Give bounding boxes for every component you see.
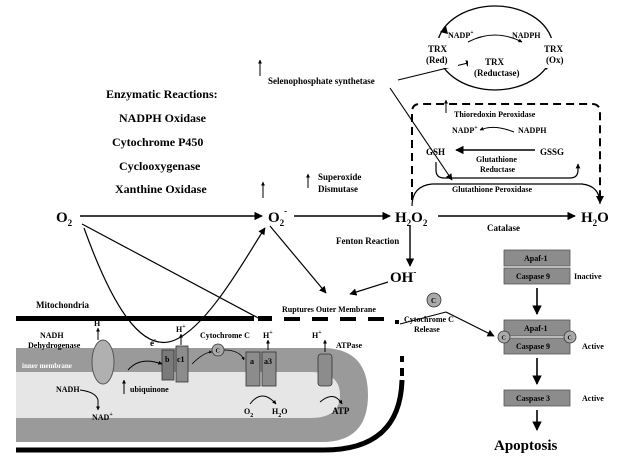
- inner-membrane-label: inner membrane: [22, 362, 72, 370]
- inactive-label: Inactive: [574, 272, 602, 281]
- enzyme-xanthine-oxidase: Xanthine Oxidase: [115, 182, 207, 196]
- svg-text:C: C: [431, 297, 436, 305]
- trx-reductase-label-2: (Reductase): [474, 68, 520, 78]
- nadh-dh-label-2: Dehydrogenase: [28, 341, 81, 350]
- mitochondria: Mitochondria inner membrane NADH Dehydro…: [16, 292, 495, 453]
- arrow-selenophosphate-to-gpx: [389, 87, 453, 181]
- complex-i-shape: [91, 339, 115, 385]
- complex-iv-o2: O2: [244, 407, 253, 419]
- mitochondria-label: Mitochondria: [36, 300, 89, 310]
- gssg-label: GSSG: [540, 147, 564, 157]
- complex-iii-proton: H+: [176, 324, 186, 334]
- glutathione-reductase-label-1: Glutathione: [476, 155, 517, 164]
- caspase9-inactive-box: [503, 267, 571, 285]
- apaf1-active-label: Apaf-1: [524, 324, 548, 333]
- arrow-electron-to-superoxide: [83, 227, 266, 343]
- outer-membrane-left: [16, 316, 254, 321]
- svg-text:C: C: [502, 336, 506, 342]
- cytc-release-label-1: Cytochrome C: [404, 315, 454, 324]
- caspase3-label: Caspase 3: [516, 394, 550, 403]
- enzymatic-reactions-list: Enzymatic Reactions: NADPH Oxidase Cytoc…: [106, 87, 218, 196]
- trx-red-label-1: TRX: [428, 44, 448, 54]
- main-species: O2 O2- H2O2 H2O OH-: [56, 206, 609, 286]
- svg-text:C: C: [216, 349, 220, 355]
- caspase3-active-label: Active: [582, 394, 604, 403]
- cytc-release-label-2: Release: [414, 325, 440, 334]
- atp-label: ATP: [332, 406, 350, 416]
- complex-a-label: a: [250, 357, 254, 366]
- cytochrome-c-label: Cytochrome C: [200, 331, 250, 340]
- line-o2-to-mito: [81, 223, 263, 321]
- water-label: H2O: [581, 210, 609, 228]
- trx-red-label-2: (Red): [426, 55, 448, 65]
- arrow-superoxide-to-membrane: [269, 225, 327, 294]
- trx-ox-label-2: (Ox): [546, 55, 564, 65]
- gsh-nadp-label: NADP+: [452, 125, 478, 135]
- oxygen-label: O2: [56, 210, 73, 228]
- catalase-label: Catalase: [487, 223, 520, 233]
- active-complex-label: Active: [582, 342, 604, 351]
- superoxide-label: O2-: [268, 206, 287, 228]
- release-line: [399, 311, 447, 325]
- released-cytochrome-c: [426, 292, 442, 308]
- thioredoxin-peroxidase-dashed-loop: [411, 103, 601, 200]
- main-arrows: [80, 173, 576, 343]
- nadh-label: NADH: [56, 385, 80, 394]
- gsh-nadph-label: NADPH: [518, 126, 547, 135]
- apaf1-inactive-box: [503, 249, 571, 267]
- fenton-label: Fenton Reaction: [336, 236, 399, 246]
- complex-iv-a3: [261, 351, 277, 387]
- apoptosis-cascade: Apaf-1 Caspase 9 Inactive Apaf-1 Caspase…: [494, 249, 604, 454]
- arrow-selenophosphate-to-trx: [397, 60, 473, 81]
- svg-text:C: C: [568, 336, 572, 342]
- reaction-labels: Superoxide Dismutase Fenton Reaction Cat…: [268, 76, 520, 334]
- hydrogen-peroxide-label: H2O2: [395, 210, 428, 228]
- trx-reductase-label-1: TRX: [485, 57, 505, 67]
- enzyme-cyclooxygenase: Cyclooxygenase: [119, 159, 201, 173]
- ubiquinone-label: ubiquinone: [130, 385, 169, 394]
- ruptures-membrane-label: Ruptures Outer Membrane: [282, 305, 376, 314]
- atpase-label: ATPase: [336, 341, 363, 350]
- glutathione-cycle: NADP+ NADPH GSH GSSG Glutathione Reducta…: [411, 125, 601, 207]
- enzymatic-reactions-title: Enzymatic Reactions:: [106, 87, 218, 101]
- complex-iii-c1: [175, 345, 189, 383]
- glutathione-reductase-label-2: Reductase: [480, 165, 516, 174]
- complex-b-label: b: [165, 355, 170, 364]
- nadh-dh-label-1: NADH: [40, 331, 64, 340]
- trx-nadp-label: NADP+: [448, 30, 474, 40]
- complex-i-proton: H+: [94, 318, 104, 328]
- thioredoxin-cycle: NADP+ NADPH TRX (Red) TRX (Reductase) TR…: [416, 5, 574, 91]
- complex-c1-label: c1: [177, 355, 185, 364]
- apaf1-inactive-label: Apaf-1: [524, 254, 548, 263]
- enzyme-nadph-oxidase: NADPH Oxidase: [119, 111, 207, 125]
- complex-iv-h2o: H2O: [272, 407, 287, 419]
- enzyme-cytochrome-p450: Cytochrome P450: [112, 135, 203, 149]
- sod-label-1: Superoxide: [318, 172, 361, 182]
- complex-iv-a: [245, 351, 261, 387]
- apaf1-active-box: [503, 319, 571, 337]
- complex-a3-label: a3: [264, 357, 272, 366]
- trx-ox-label-1: TRX: [544, 44, 564, 54]
- nad-label: NAD+: [92, 412, 113, 422]
- complex-iii-b: [161, 349, 175, 381]
- gsh-label: GSH: [426, 147, 445, 157]
- caspase9-inactive-label: Caspase 9: [516, 272, 550, 281]
- caspase9-active-box: [503, 337, 571, 355]
- sod-label-2: Dismutase: [318, 184, 358, 194]
- complex-iv-proton: H+: [263, 330, 273, 340]
- arrow-cytc-to-apoptosome: [445, 311, 495, 337]
- selenophosphate-label: Selenophosphate synthetase: [268, 76, 375, 86]
- trx-nadph-label: NADPH: [512, 31, 541, 40]
- caspase3-box: [503, 389, 571, 407]
- electron-label: e-: [150, 337, 156, 348]
- atp-synthase-shape: [317, 353, 333, 387]
- caspase9-active-label: Caspase 9: [516, 342, 550, 351]
- glutathione-peroxidase-label: Glutathione Peroxidase: [452, 185, 533, 194]
- hydroxyl-radical-label: OH-: [390, 267, 416, 286]
- thioredoxin-peroxidase-label: Thioredoxin Peroxidase: [454, 110, 536, 119]
- apoptosis-title: Apoptosis: [494, 438, 558, 454]
- arrow-hydroxyl-to-membrane: [349, 281, 389, 296]
- atpase-proton: H+: [312, 330, 322, 340]
